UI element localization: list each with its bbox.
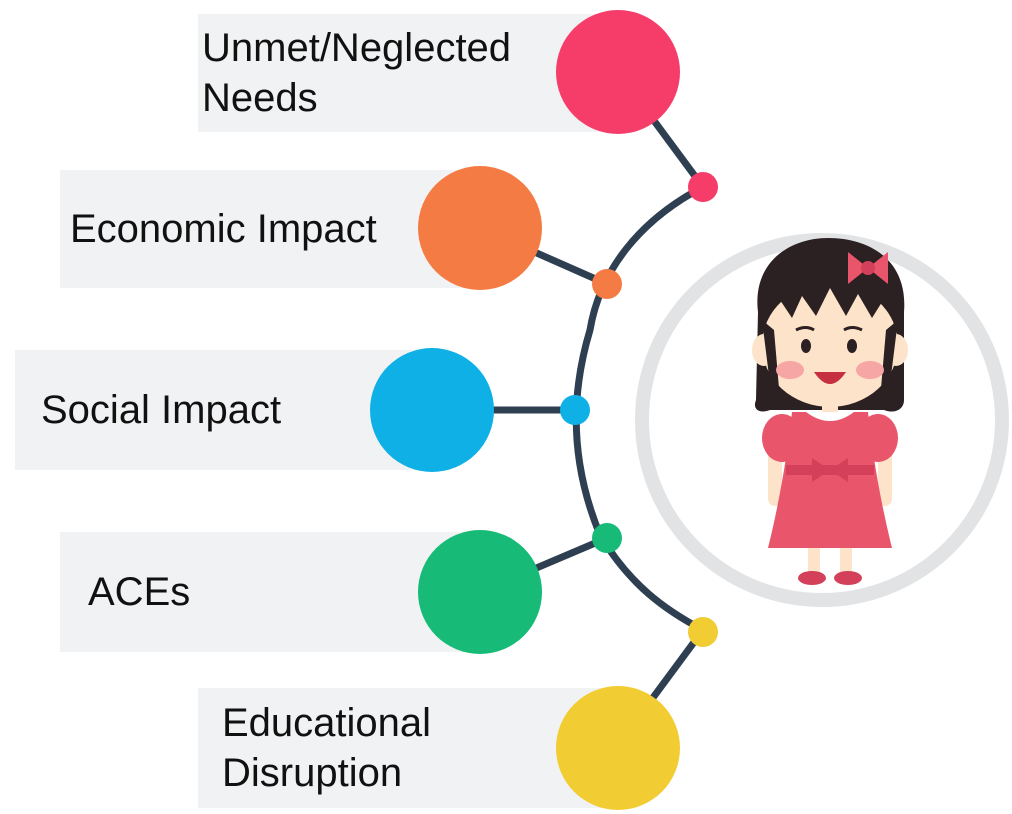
node-circle-educational-disruption xyxy=(556,686,680,810)
item-label-aces: ACEs xyxy=(88,570,191,614)
item-card-social-impact: Social Impact xyxy=(15,350,435,470)
junction-dot-educational-disruption xyxy=(688,617,718,647)
junction-dot-economic-impact xyxy=(592,269,622,299)
item-card-educational-disruption: Educational Disruption xyxy=(198,688,618,808)
girl-illustration-icon xyxy=(752,238,908,585)
node-circle-social-impact xyxy=(370,348,494,472)
item-card-aces: ACEs xyxy=(60,532,480,652)
node-circle-unmet-needs xyxy=(556,10,680,134)
node-circle-economic-impact xyxy=(418,166,542,290)
node-circle-aces xyxy=(418,530,542,654)
junction-dot-aces xyxy=(592,523,622,553)
junction-dot-social-impact xyxy=(560,395,590,425)
junction-dot-unmet-needs xyxy=(688,172,718,202)
item-label-unmet-needs: Unmet/Neglected Needs xyxy=(202,26,512,120)
item-label-social-impact: Social Impact xyxy=(41,388,282,432)
item-card-economic-impact: Economic Impact xyxy=(60,170,480,288)
item-card-unmet-needs: Unmet/Neglected Needs xyxy=(198,14,600,132)
item-label-educational-disruption: Educational Disruption xyxy=(222,701,432,795)
item-label-economic-impact: Economic Impact xyxy=(70,207,377,251)
